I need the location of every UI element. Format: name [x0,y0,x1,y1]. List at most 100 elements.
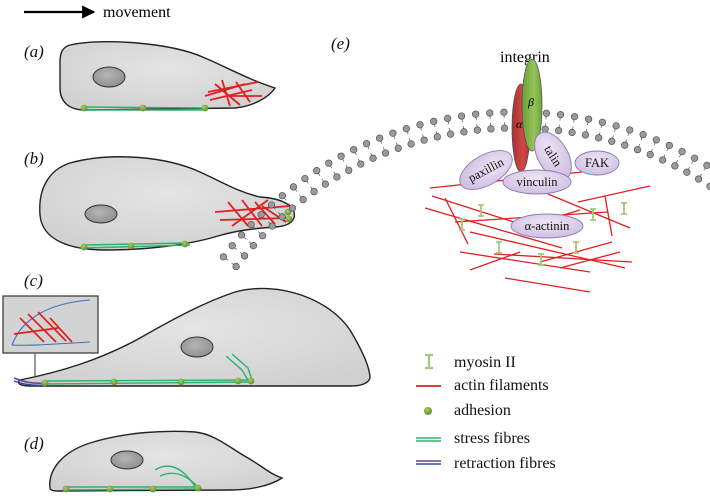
legend-label: myosin II [454,354,516,371]
lipid-head [584,115,593,123]
integrin-label: integrin [500,49,550,66]
lipid-head [556,111,565,119]
lipid-head [595,134,603,142]
cell-body-b [39,156,296,251]
lipid-head [369,154,377,162]
adhesion-dot [201,104,209,112]
lipid-head [652,136,660,144]
panel-b: (b) [24,149,296,251]
lipid-head [703,161,710,169]
adhesion-dot [139,104,147,112]
lipid-head [626,126,634,134]
lipid-head [460,128,468,136]
fak: FAK [574,150,620,176]
nucleus-d [110,450,144,470]
adhesion-dot [285,215,293,223]
lipid-head [237,231,246,239]
adhesion-dot [247,377,255,385]
lipid-head [612,122,620,130]
cell-body-a [59,41,277,111]
nucleus-b [84,204,118,224]
talin: talin [534,131,572,181]
lipid-head [301,174,309,183]
adhesion-dot [181,240,189,248]
lipid-head [581,131,590,139]
adhesion-dot [110,378,118,386]
lipid-head [678,148,686,156]
panel-c: (c) [2,271,371,387]
legend: myosin II actin filaments adhesion stres… [416,353,556,472]
panel-label-d: (d) [24,434,44,453]
lipid-head [457,112,466,120]
nucleus-a [92,66,126,88]
lipid-head [333,173,341,181]
lipid-head [473,126,482,134]
myosin-icon [425,353,433,370]
vinculin-label: vinculin [517,175,559,189]
panel-e: (e) integrin [219,34,710,293]
lipid-head [683,168,691,176]
lipid-head [691,154,699,162]
lipid-head [376,134,384,142]
nucleus-c [180,336,214,358]
lipid-head [310,188,318,196]
alpha-actinin-label: α-actinin [525,219,570,233]
lipid-head [249,242,257,250]
lipid-head [472,110,480,118]
lipid-bilayer [219,108,710,271]
myosin-markers-e [459,202,627,266]
lipid-head [321,180,329,188]
lipid-head [433,133,441,141]
lipid-head [267,201,276,209]
panel-label-c: (c) [24,271,43,290]
lipid-head [240,252,249,260]
alpha-actinin: α-actinin [510,213,584,239]
lipid-head [639,131,647,139]
lipid-head [500,108,508,116]
lipid-head [350,146,358,154]
lipid-head [299,196,307,204]
lipid-head [444,114,452,123]
lipid-head [278,213,286,221]
lipid-head [665,141,673,150]
lipid-head [288,204,297,212]
lipid-head [646,150,654,159]
lipid-head [420,136,428,144]
adhesion-dot [41,379,49,387]
legend-item-adhesion: adhesion [424,402,511,419]
lipid-head [555,126,563,135]
lipid-head [487,125,495,133]
legend-item-actin: actin filaments [416,377,549,394]
lipid-head [568,128,576,137]
adhesion-dot [127,242,135,250]
fak-label: FAK [585,156,609,170]
panel-label-a: (a) [24,42,44,61]
lipid-head [416,121,424,129]
lipid-head [541,125,549,133]
movement-label: movement [103,4,171,21]
adhesion-dot [177,378,185,386]
lipid-head [633,146,642,154]
lipid-head [228,242,236,250]
legend-item-myosin: myosin II [425,353,516,371]
movement-header: movement [24,4,171,21]
lipid-head [345,166,353,174]
lipid-head [446,130,455,138]
lipid-head [621,141,629,149]
adhesion-dot [62,485,70,493]
beta-integrin-subunit [521,58,543,152]
lipid-head [598,118,607,126]
lipid-head [430,117,438,125]
lipid-head [694,175,703,183]
legend-label: actin filaments [454,377,549,394]
lipid-head [257,210,265,219]
lipid-head [268,222,276,230]
lipid-head [671,162,679,170]
legend-label: stress fibres [454,430,530,447]
adhesion-dot [80,104,88,112]
stress-fibres-c [44,353,253,385]
lipid-head [389,129,397,137]
actin-network-a [204,79,262,107]
lipid-head [357,160,365,168]
lipid-head [259,232,267,240]
